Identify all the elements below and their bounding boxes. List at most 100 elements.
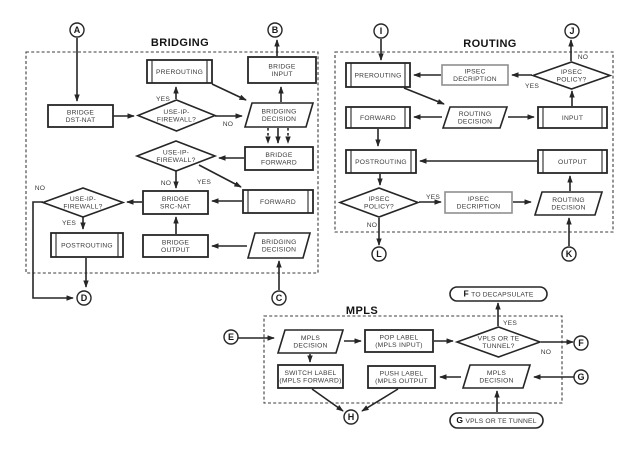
decision-parallelogram	[461, 364, 532, 389]
edges-layer	[32, 38, 575, 412]
connector-circle	[223, 329, 239, 345]
flow-arrow	[198, 164, 242, 188]
edge-label: YES	[197, 179, 211, 186]
node-use-ip-firewall-1: USE-IP-FIREWALL?	[135, 99, 218, 132]
node-push-label: PUSH LABEL(MPLS OUTPUT	[367, 365, 436, 389]
connector-circle	[564, 23, 580, 39]
connector-letter: C	[276, 293, 283, 303]
node-use-ip-firewall-3: USE-IP-FIREWALL?	[40, 187, 126, 218]
connector-letter: J	[569, 26, 574, 36]
node-label: USE-IP-FIREWALL?	[156, 150, 195, 164]
process-box	[142, 190, 209, 215]
node-label: USE-IP-FIREWALL?	[63, 196, 102, 210]
decision-diamond	[337, 187, 421, 218]
flow-arrow	[361, 388, 399, 412]
decision-parallelogram	[533, 191, 604, 216]
node-label: POP LABEL(MPLS INPUT)	[375, 335, 423, 349]
connector-letter: L	[376, 249, 382, 259]
connector-letter: I	[380, 26, 383, 36]
gray-process-box	[444, 191, 513, 214]
process-box	[142, 234, 209, 258]
process-box	[247, 56, 317, 84]
edge-label: YES	[503, 320, 517, 327]
node-label: OUTPUT	[558, 159, 587, 166]
decision-diamond	[40, 187, 126, 218]
gray-process-box	[441, 64, 509, 86]
node-postrouting-routing: POSTROUTING	[345, 149, 417, 174]
node-forward-bridging: FORWARD	[242, 189, 314, 214]
node-label: USE-IP-FIREWALL?	[157, 109, 196, 123]
section-title: MPLS	[346, 305, 378, 317]
flow-arrow	[32, 201, 74, 301]
connector-h: H	[343, 409, 359, 425]
process-box	[367, 365, 436, 389]
connector-circle	[271, 290, 287, 306]
edge-label: NO	[35, 185, 45, 192]
decision-diamond	[134, 140, 218, 172]
decision-diamond	[530, 61, 613, 90]
connector-circle	[371, 246, 387, 262]
node-pop-label: POP LABEL(MPLS INPUT)	[364, 329, 434, 353]
edge-label: NO	[578, 54, 588, 61]
node-label: PUSH LABEL(MPLS OUTPUT	[375, 371, 428, 385]
process-box	[277, 364, 344, 389]
edge-label: YES	[62, 220, 76, 227]
connector-l: L	[371, 246, 387, 262]
connector-letter: A	[74, 25, 81, 35]
connector-e: E	[223, 329, 239, 345]
connector-circle	[573, 335, 589, 351]
process-box	[537, 149, 608, 174]
connector-letter: H	[348, 412, 355, 422]
terminator-oval	[449, 286, 548, 302]
process-box	[345, 106, 411, 129]
node-label: INPUT	[562, 115, 583, 122]
node-switch-label: SWITCH LABEL(MPLS FORWARD)	[277, 364, 344, 389]
connector-a: A	[69, 22, 85, 38]
connector-g: G	[573, 369, 589, 385]
connector-circle	[343, 409, 359, 425]
section-border-bridging	[25, 51, 319, 274]
connector-c: C	[271, 290, 287, 306]
section-border-mpls	[263, 315, 563, 404]
process-box	[345, 149, 417, 174]
process-box	[47, 104, 114, 128]
node-label: FORWARD	[360, 115, 396, 122]
connector-circle	[76, 290, 92, 306]
node-label: POSTROUTING	[355, 159, 407, 166]
process-box	[244, 146, 314, 171]
process-box	[364, 329, 434, 353]
process-box	[50, 232, 124, 258]
edge-label: NO	[223, 121, 233, 128]
connector-f: F	[573, 335, 589, 351]
process-box	[537, 106, 608, 129]
node-label: PREROUTING	[156, 69, 203, 76]
